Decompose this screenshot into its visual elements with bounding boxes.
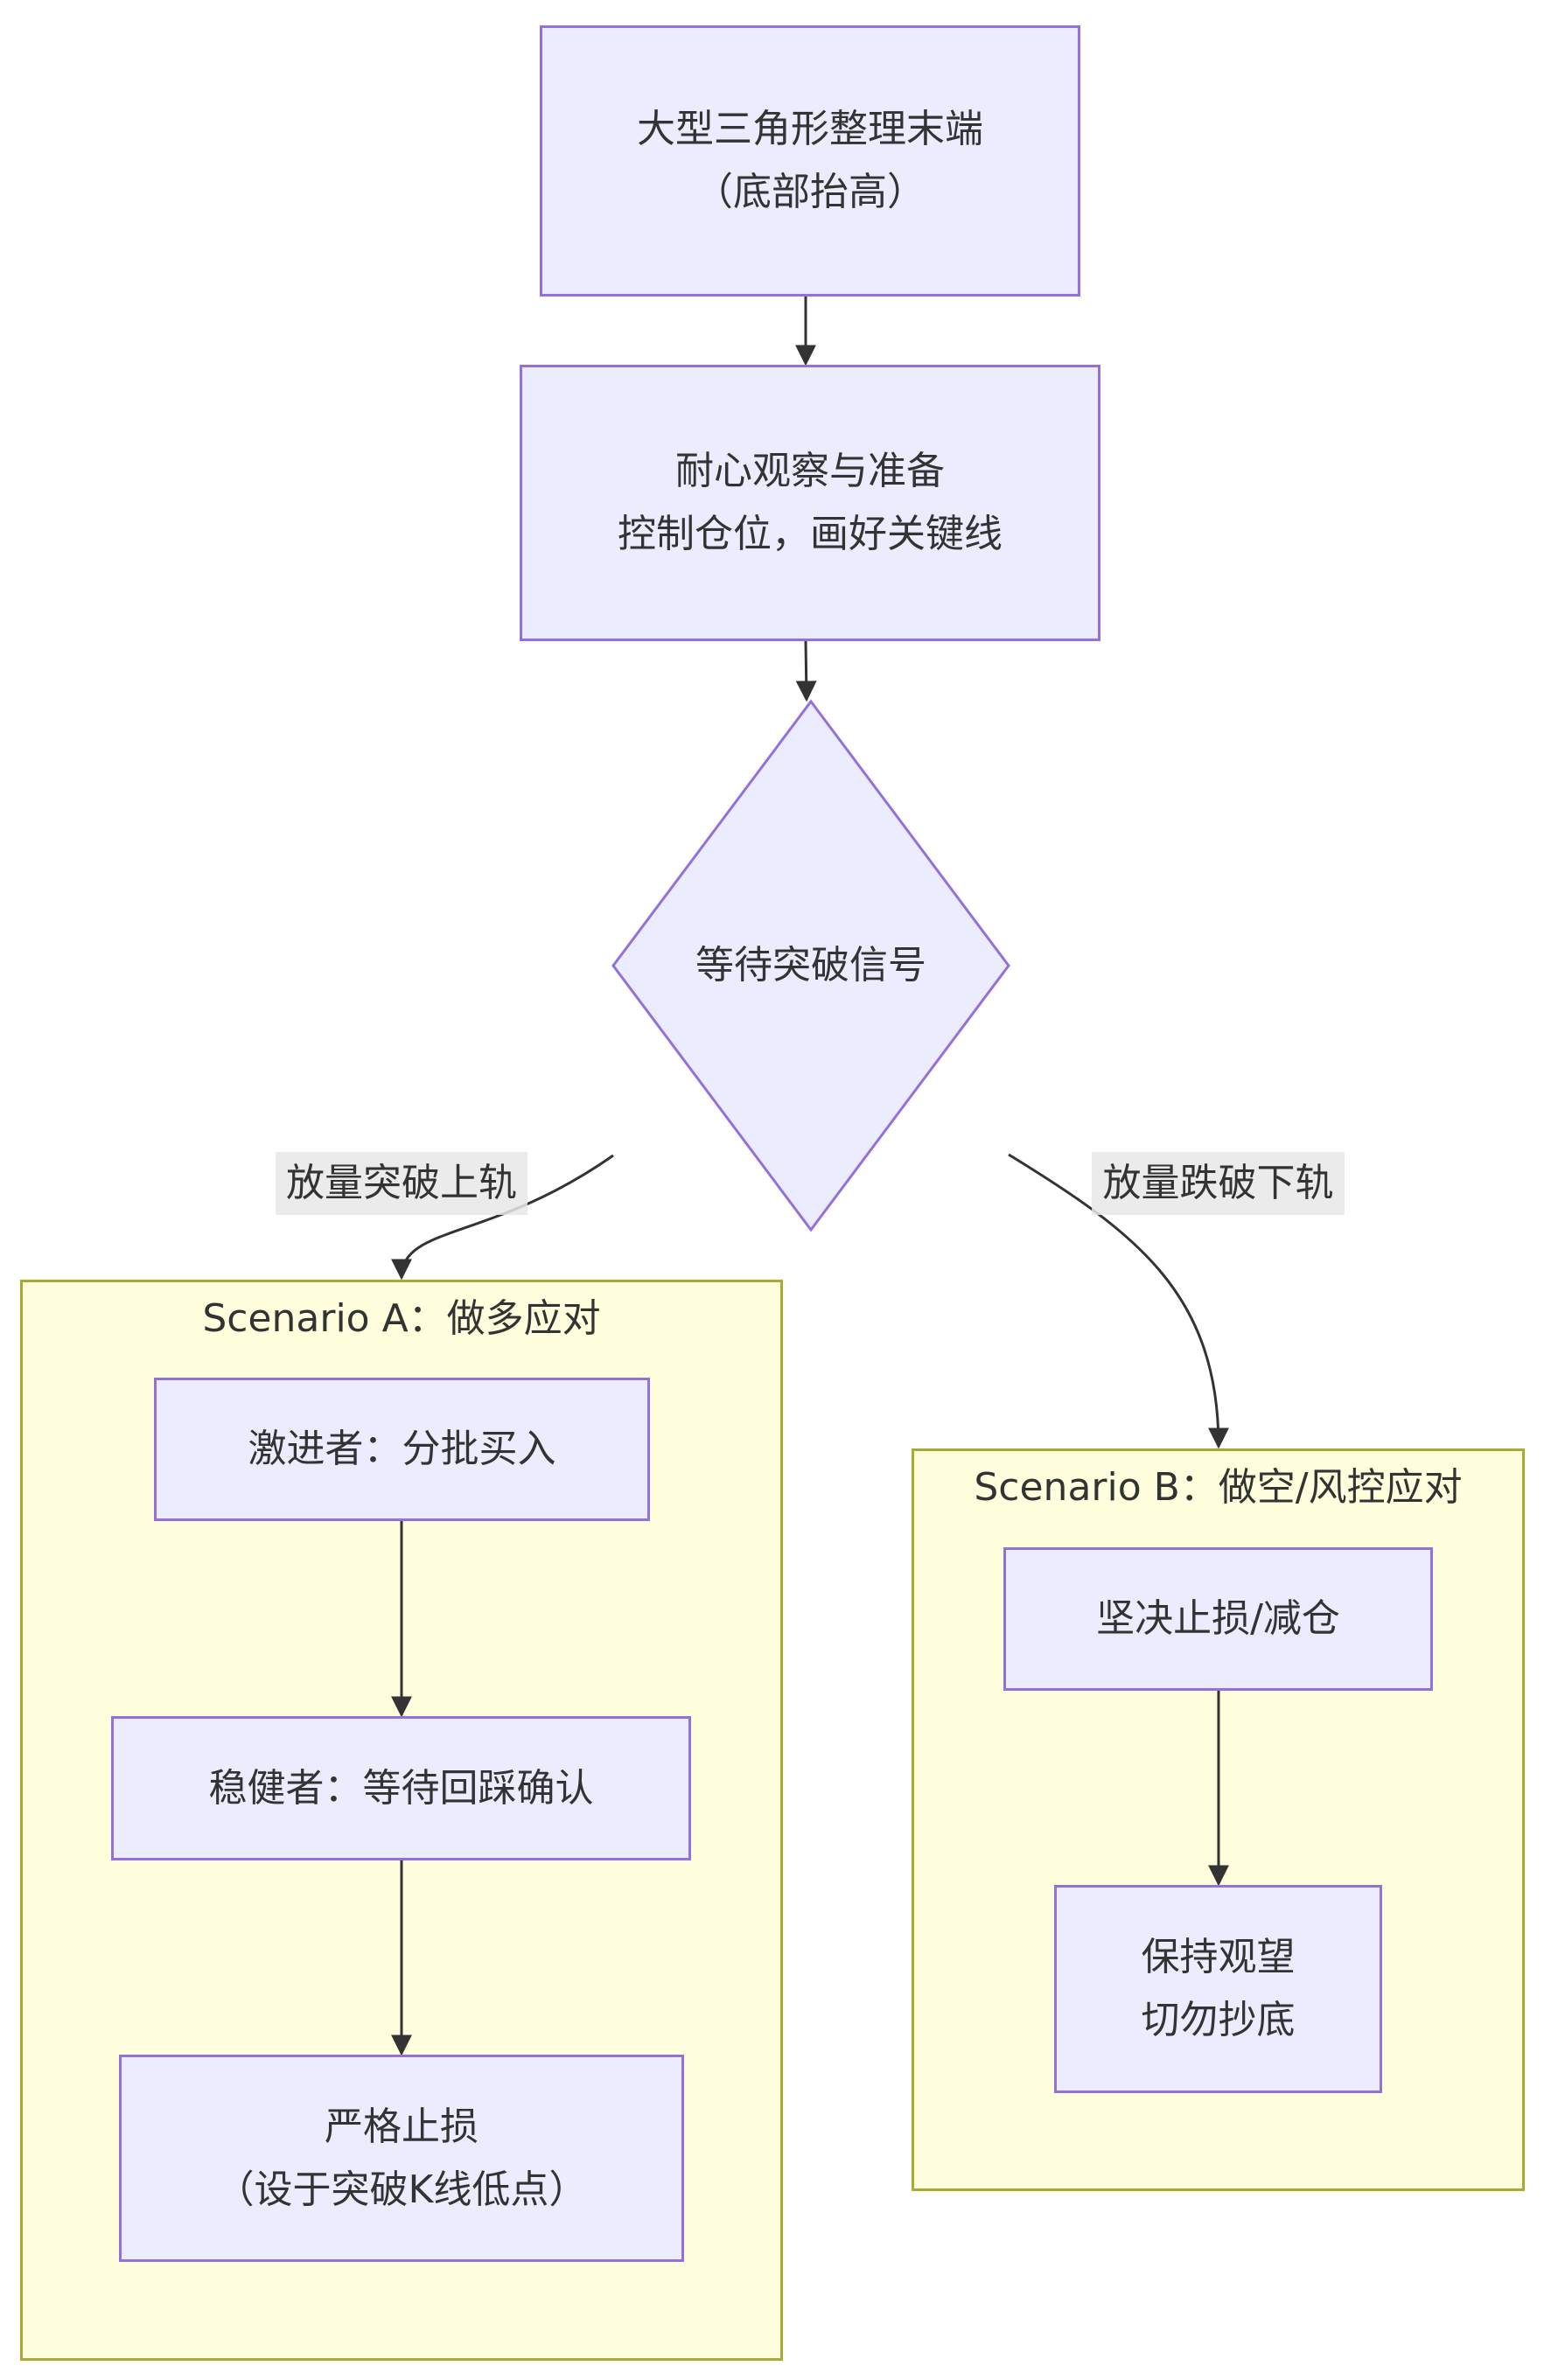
node-observe-prepare-line-2: 控制仓位，画好关键线 — [618, 512, 1003, 556]
node-triangle-end-line-2: （底部抬高） — [695, 170, 926, 214]
node-triangle-end-line-1: 大型三角形整理末端 — [637, 107, 983, 151]
node-triangle-end[interactable]: 大型三角形整理末端 （底部抬高） — [540, 25, 1080, 297]
node-strict-stop-loss-line-1: 严格止损 — [325, 2104, 479, 2149]
node-observe-prepare[interactable]: 耐心观察与准备 控制仓位，画好关键线 — [520, 365, 1100, 641]
cluster-scenario-a-title: Scenario A：做多应对 — [202, 1296, 601, 1341]
edge-label-breakout-up: 放量突破上轨 — [276, 1152, 527, 1215]
edge-label-breakdown: 放量跌破下轨 — [1092, 1152, 1345, 1215]
decision-diamond — [611, 699, 1010, 1232]
node-strict-stop-loss[interactable]: 严格止损 （设于突破K线低点） — [119, 2055, 684, 2262]
node-steady-wait-retest-line-1: 稳健者：等待回踩确认 — [208, 1765, 594, 1811]
node-strict-stop-loss-line-2: （设于突破K线低点） — [215, 2167, 588, 2212]
node-cut-loss-reduce[interactable]: 坚决止损/减仓 — [1003, 1547, 1433, 1691]
node-aggressive-buy[interactable]: 激进者：分批买入 — [154, 1378, 650, 1521]
decision-label[interactable]: 等待突破信号 — [695, 943, 926, 988]
node-steady-wait-retest[interactable]: 稳健者：等待回踩确认 — [111, 1716, 691, 1860]
node-observe-prepare-line-1: 耐心观察与准备 — [675, 449, 945, 493]
node-stay-watch[interactable]: 保持观望 切勿抄底 — [1054, 1885, 1382, 2093]
node-stay-watch-line-1: 保持观望 — [1141, 1935, 1296, 1979]
edge-decision-to-scenario-b — [1008, 1153, 1229, 1449]
node-cut-loss-reduce-line-1: 坚决止损/减仓 — [1096, 1596, 1340, 1641]
edge-prepare-to-decision — [795, 639, 817, 702]
node-stay-watch-line-2: 切勿抄底 — [1141, 1998, 1296, 2042]
node-aggressive-buy-line-1: 激进者：分批买入 — [248, 1427, 556, 1471]
cluster-scenario-b-title: Scenario B：做空/风控应对 — [974, 1465, 1463, 1510]
edge-decision-to-scenario-a — [391, 1154, 614, 1281]
